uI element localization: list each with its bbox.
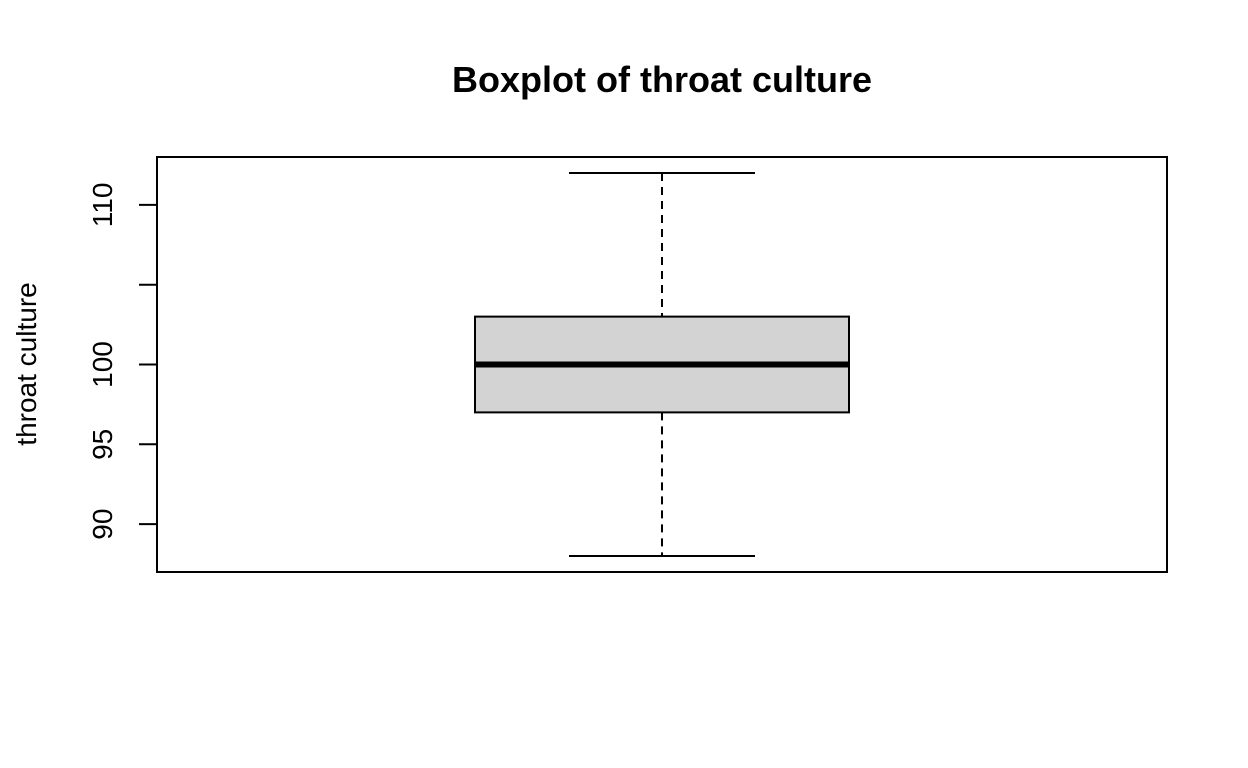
box-group	[474, 171, 850, 558]
y-tick-label: 95	[87, 429, 118, 460]
chart-title: Boxplot of throat culture	[452, 59, 872, 100]
y-axis-label: throat culture	[11, 282, 42, 445]
y-tick-label: 100	[87, 341, 118, 388]
y-axis: 90 95 100 110	[87, 183, 158, 540]
y-tick-label: 110	[87, 183, 118, 228]
y-tick-label: 90	[87, 509, 118, 540]
